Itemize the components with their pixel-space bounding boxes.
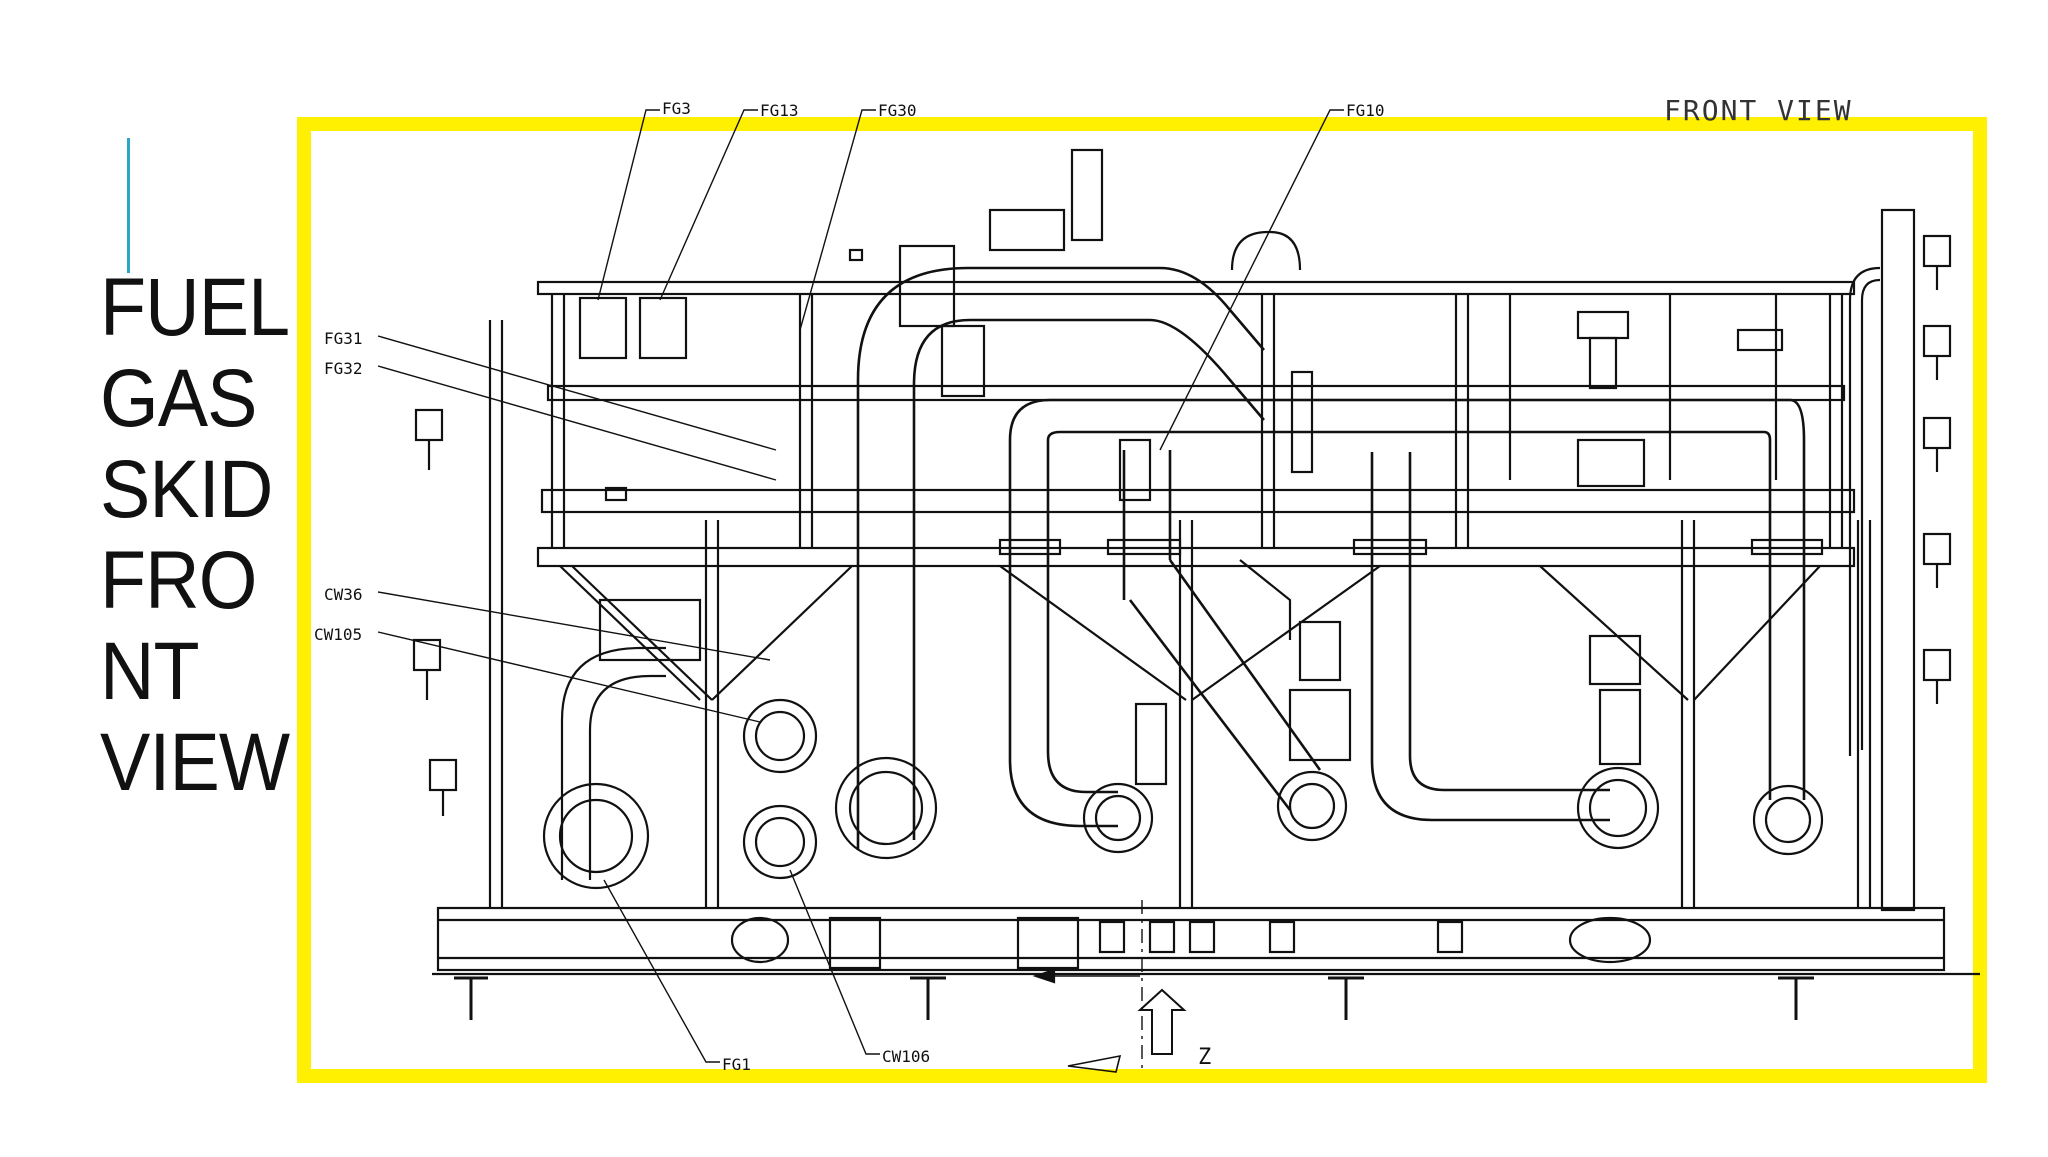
callout-fg13: FG13 xyxy=(760,101,799,120)
callout-cw106: CW106 xyxy=(882,1047,930,1066)
title-line: SKID xyxy=(100,444,273,535)
view-label: FRONT VIEW xyxy=(1664,94,1853,127)
callout-cw36: CW36 xyxy=(324,585,363,604)
title-line: VIEW xyxy=(100,717,290,808)
callout-fg1: FG1 xyxy=(722,1055,751,1074)
z-axis-arrow xyxy=(1067,988,1187,1073)
title-line: FUEL xyxy=(100,262,290,353)
slide-title: FUEL GAS SKID FRO NT VIEW xyxy=(100,262,293,808)
axis-label-z: Z xyxy=(1198,1045,1211,1070)
title-line: NT xyxy=(100,626,200,717)
title-line: FRO xyxy=(100,535,257,626)
title-accent-line xyxy=(127,138,130,273)
callout-fg32: FG32 xyxy=(324,359,363,378)
callout-fg30: FG30 xyxy=(878,101,917,120)
callout-fg31: FG31 xyxy=(324,329,363,348)
callout-cw105: CW105 xyxy=(314,625,362,644)
skid-linework xyxy=(412,148,1980,1070)
callout-leaders xyxy=(377,109,1344,1063)
callout-fg10: FG10 xyxy=(1346,101,1385,120)
title-line: GAS xyxy=(100,353,257,444)
callout-fg3: FG3 xyxy=(662,99,691,118)
